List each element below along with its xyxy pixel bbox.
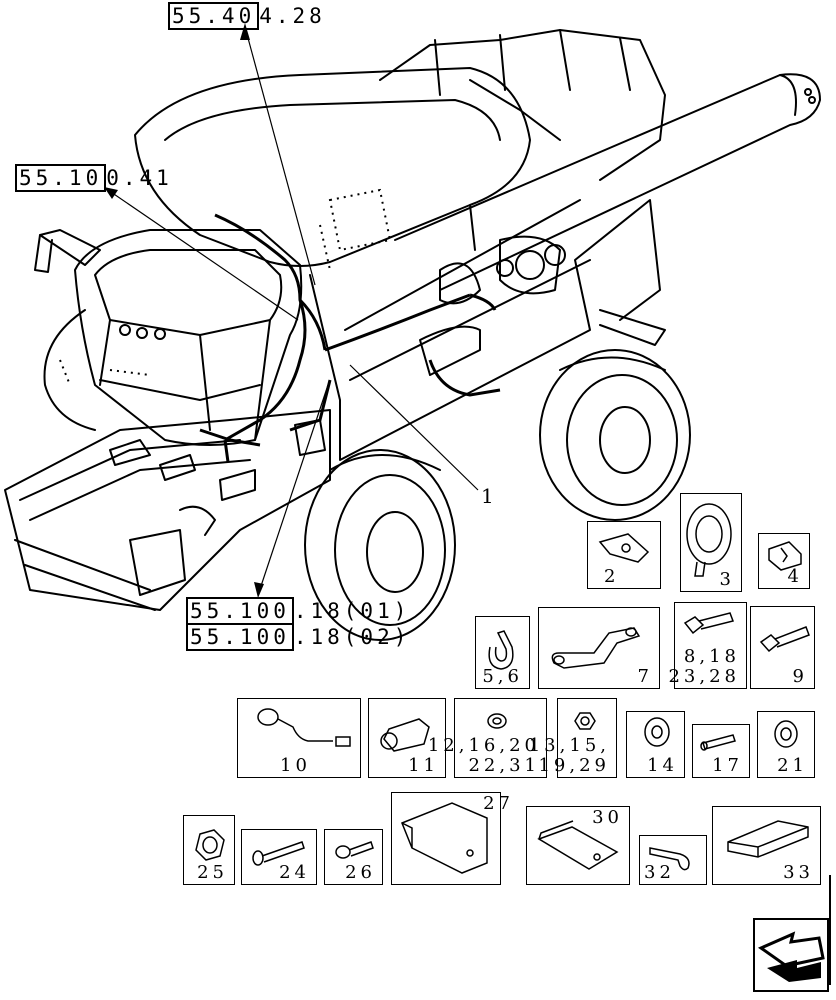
part-box-14[interactable]: 14 [626, 711, 685, 778]
reference-boxed-part: 55.100 [186, 623, 294, 651]
part-box-5-6[interactable]: 5,6 [475, 616, 530, 689]
next-page-arrow-icon[interactable] [753, 918, 829, 992]
reference-55-100-18-01[interactable]: 55.100.18(01) [186, 597, 411, 625]
reference-55-100-18-02[interactable]: 55.100.18(02) [186, 623, 411, 651]
part-number-label: 2 [604, 566, 620, 587]
part-number-label: 12,16,20 [427, 735, 540, 756]
reference-suffix: .18(01) [293, 599, 411, 623]
part-number-label: 21 [777, 755, 808, 776]
part-box-2[interactable]: 2 [587, 521, 661, 589]
reference-suffix: .18(02) [293, 625, 411, 649]
part-box-24[interactable]: 24 [241, 829, 317, 885]
part-number-label: 5,6 [482, 666, 523, 687]
part-box-27[interactable]: 27 [391, 792, 510, 885]
part-box-11[interactable]: 11 [368, 698, 446, 778]
part-box-21[interactable]: 21 [757, 711, 815, 778]
part-number-label: 3 [719, 569, 735, 590]
reference-boxed-part: 55.10 [15, 164, 107, 192]
part-number-label: 24 [279, 862, 310, 883]
part-number-label: 32 [644, 862, 675, 883]
part-number-label: 26 [345, 862, 376, 883]
part-number-label: 4 [787, 566, 803, 587]
reference-boxed-part: 55.40 [168, 2, 260, 30]
part-box-17[interactable]: 17 [692, 724, 750, 778]
part-box-9[interactable]: 9 [750, 606, 815, 689]
reference-suffix: 4.28 [259, 4, 326, 28]
part-number-label-secondary: 22,31 [468, 755, 540, 776]
part-box-12-16-20-22-31[interactable]: 12,16,20 22,31 [428, 698, 547, 778]
part-number-label: 25 [197, 862, 228, 883]
part-box-3[interactable]: 3 [680, 493, 742, 592]
reference-suffix: 0.41 [106, 166, 173, 190]
part-number-label: 33 [783, 862, 814, 883]
part-number-label: 8,18 [683, 646, 740, 667]
part-box-32[interactable]: 32 [639, 835, 707, 885]
part-box-8-18-23-28[interactable]: 8,18 23,28 [668, 602, 747, 689]
callout-harness: 1 [481, 484, 494, 508]
part-number-label: 30 [592, 807, 623, 828]
part-number-label: 27 [483, 793, 514, 814]
part-number-label-secondary: 19,29 [538, 755, 610, 776]
part-box-10[interactable]: 10 [237, 698, 361, 778]
part-number-label: 14 [647, 755, 678, 776]
part-box-4[interactable]: 4 [758, 533, 810, 589]
part-box-7[interactable]: 7 [538, 607, 660, 689]
part-number-label: 11 [408, 755, 439, 776]
part-number-label: 9 [792, 666, 808, 687]
part-box-13-15-19-29[interactable]: 13,15, 19,29 [529, 698, 617, 778]
part-number-label: 10 [280, 755, 311, 776]
part-box-26[interactable]: 26 [324, 829, 383, 885]
part-number-label: 7 [637, 666, 653, 687]
part-number-label-secondary: 23,28 [668, 666, 740, 687]
reference-boxed-part: 55.100 [186, 597, 294, 625]
part-number-label: 13,15, [528, 735, 610, 756]
part-box-25[interactable]: 25 [183, 815, 235, 885]
part-box-33[interactable]: 33 [712, 806, 821, 885]
part-box-30[interactable]: 30 [526, 806, 630, 885]
part-number-label: 17 [712, 755, 743, 776]
